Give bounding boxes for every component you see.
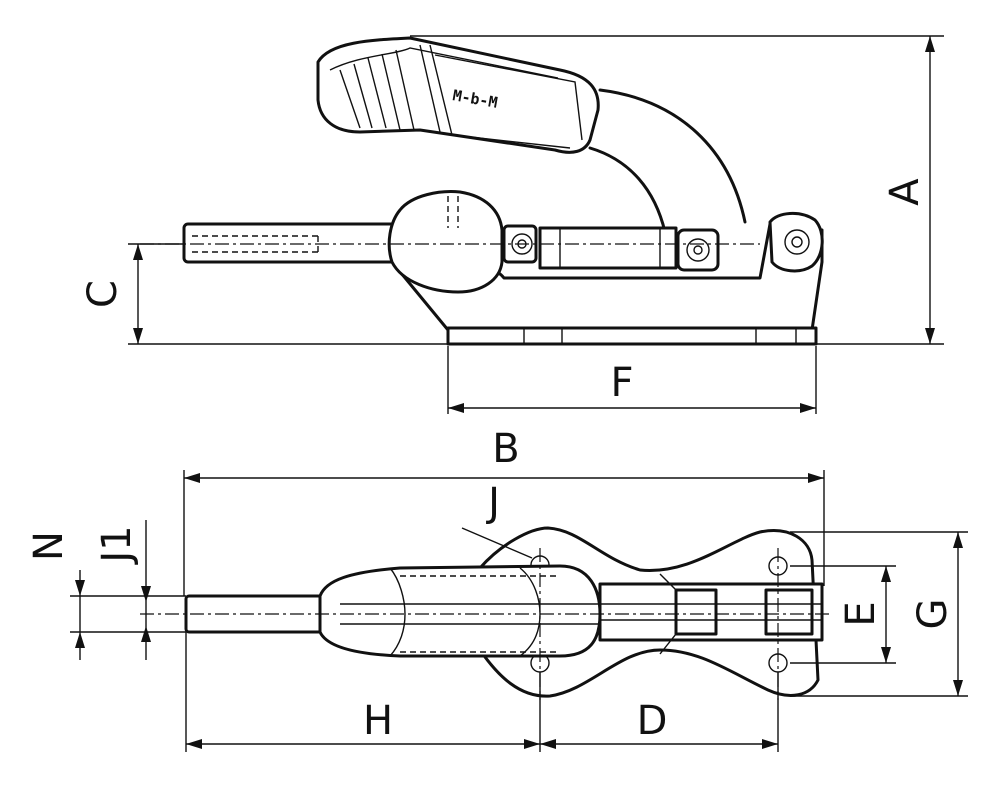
- label-D: D: [637, 698, 668, 744]
- label-J1: J1: [94, 525, 140, 565]
- handle-arm-inner: [588, 146, 667, 234]
- label-A: A: [882, 178, 928, 206]
- top-barrel: [318, 564, 602, 658]
- label-H: H: [363, 698, 393, 744]
- label-G: G: [910, 599, 956, 630]
- side-view: M-b-M: [140, 36, 824, 346]
- dimensions: [70, 35, 968, 752]
- bushing: [387, 190, 504, 294]
- linkage-pivot-block: [676, 228, 720, 272]
- handle-arm: [598, 88, 747, 224]
- dimension-labels: A C F B J N J1 E G H D: [26, 178, 956, 744]
- label-N: N: [26, 531, 72, 561]
- label-E: E: [838, 601, 884, 626]
- label-B: B: [492, 426, 519, 472]
- top-rear-block: [764, 588, 814, 636]
- handle-grip: [316, 36, 600, 154]
- rear-pivot: [768, 212, 824, 273]
- connecting-link: [538, 226, 678, 270]
- top-linkage-block: [674, 588, 718, 636]
- label-C: C: [80, 280, 126, 308]
- label-F: F: [610, 360, 633, 406]
- top-view: [140, 526, 830, 700]
- base-plate: [446, 326, 818, 346]
- label-J: J: [485, 480, 500, 526]
